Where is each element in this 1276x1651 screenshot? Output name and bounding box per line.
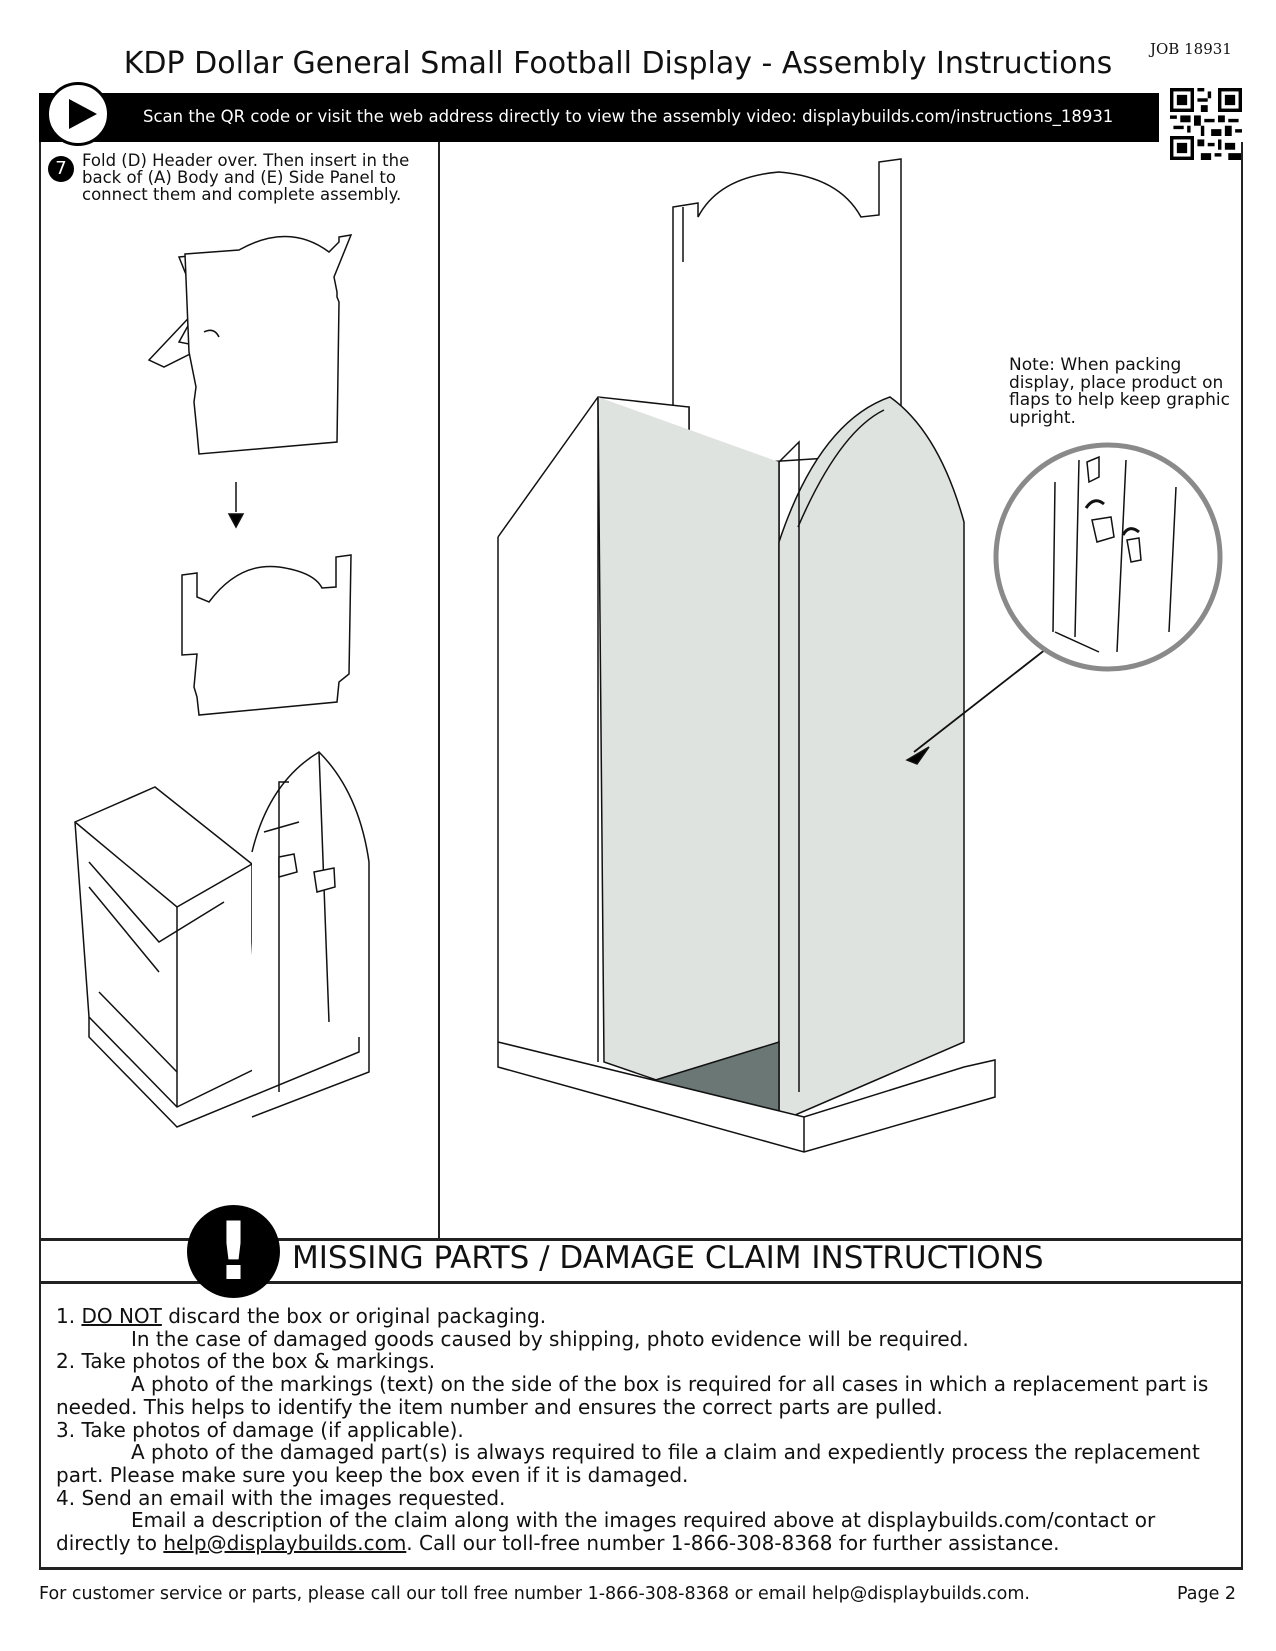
instruction-2: 2. Take photos of the box & markings. [56, 1350, 1236, 1373]
detail-text: . Call our toll-free number 1-866-308-83… [406, 1531, 1060, 1556]
item-number: 2. [56, 1349, 82, 1374]
instruction-4: 4. Send an email with the images request… [56, 1485, 1236, 1510]
panel-divider [438, 142, 440, 1238]
assembly-illustration [74, 158, 1223, 1153]
missing-parts-box [39, 1284, 1243, 1570]
do-not-emphasis: DO NOT [81, 1304, 162, 1328]
item-number: 4. [56, 1485, 82, 1510]
footer-contact: For customer service or parts, please ca… [39, 1584, 1030, 1604]
packing-note: Note: When packing display, place produc… [1009, 355, 1230, 428]
item-detail: Email a description of the claim along w… [56, 1509, 1236, 1554]
assembled-display-drawing [497, 158, 1056, 1153]
instruction-1: 1. DO NOT discard the box or original pa… [56, 1305, 1236, 1328]
missing-parts-header-band [39, 1238, 1243, 1284]
item-number: 3. [56, 1417, 82, 1442]
item-detail: A photo of the damaged part(s) is always… [56, 1440, 1200, 1487]
item-detail: In the case of damaged goods caused by s… [131, 1326, 969, 1351]
page-number: Page 2 [1177, 1584, 1237, 1604]
page-title: KDP Dollar General Small Football Displa… [123, 46, 1113, 81]
job-number: JOB 18931 [1150, 40, 1232, 58]
video-banner-text: Scan the QR code or visit the web addres… [143, 107, 1114, 126]
flap-detail-magnifier [993, 442, 1223, 672]
item-detail: A photo of the markings (text) on the si… [56, 1372, 1209, 1419]
instruction-3: 3. Take photos of damage (if applicable)… [56, 1417, 1236, 1442]
detail-text: Email a description of the claim along w… [56, 1508, 1156, 1556]
header-panel-drawing [181, 554, 352, 716]
folded-header-drawing [147, 234, 353, 455]
claim-instructions: 1. DO NOT discard the box or original pa… [56, 1305, 1236, 1555]
exclamation-icon: ! [187, 1205, 280, 1298]
play-icon[interactable] [46, 82, 110, 146]
step-instruction: Fold (D) Header over. Then insert in the… [82, 151, 410, 204]
video-banner [39, 93, 1159, 142]
item-heading: discard the box or original packaging. [161, 1304, 547, 1328]
step-number-badge: 7 [48, 156, 74, 182]
item-heading: Take photos of the box & markings. [81, 1349, 436, 1374]
missing-parts-title: MISSING PARTS / DAMAGE CLAIM INSTRUCTION… [292, 1240, 1044, 1276]
item-heading: Take photos of damage (if applicable). [81, 1417, 464, 1442]
display-unit-drawing [74, 751, 370, 1128]
help-email-link[interactable]: help@displaybuilds.com [163, 1531, 407, 1556]
item-number: 1. [56, 1304, 82, 1328]
item-heading: Send an email with the images requested. [81, 1485, 506, 1510]
qr-code-icon[interactable] [1170, 88, 1242, 160]
assembly-step-panel [39, 142, 1243, 1238]
